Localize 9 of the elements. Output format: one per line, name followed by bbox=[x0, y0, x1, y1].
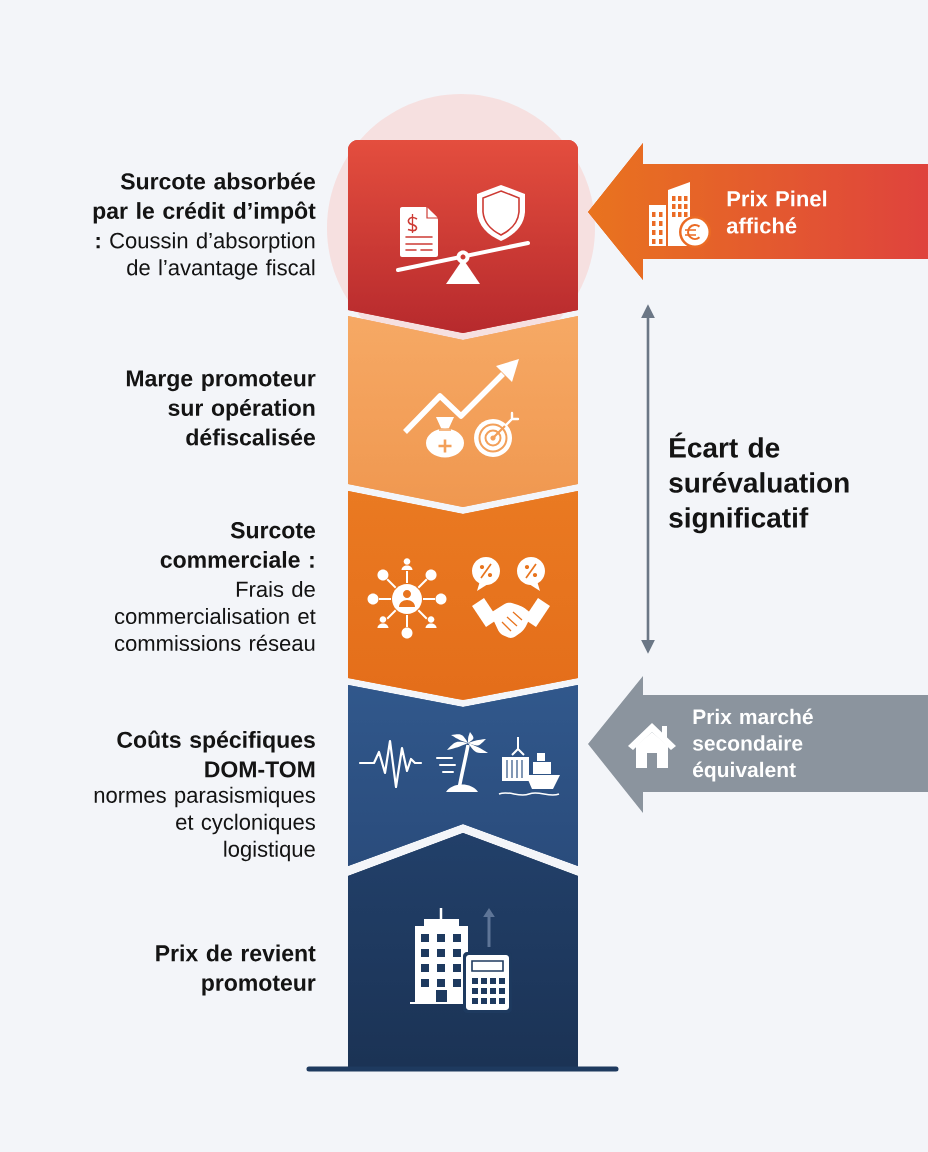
label-heading: Surcote commerciale : bbox=[160, 522, 315, 568]
label-heading: Prix de revient promoteur bbox=[156, 944, 316, 996]
label-text: normes parasismiques et cycloniques logistique bbox=[94, 786, 315, 862]
dimension-label: Écart de surévaluation significatif bbox=[669, 432, 849, 534]
label-heading: Coûts spécifiques DOM-TOM bbox=[117, 730, 315, 778]
label-heading: Marge promoteur sur opération défiscalisée bbox=[126, 370, 316, 446]
label-heading: Surcote absorbée par le crédit d’impôt bbox=[93, 172, 316, 224]
label-text: : Coussin d’absorption de l’avantage fiscal bbox=[96, 232, 315, 280]
label-text: Frais de commercialisation et commissions réseau bbox=[115, 580, 316, 652]
